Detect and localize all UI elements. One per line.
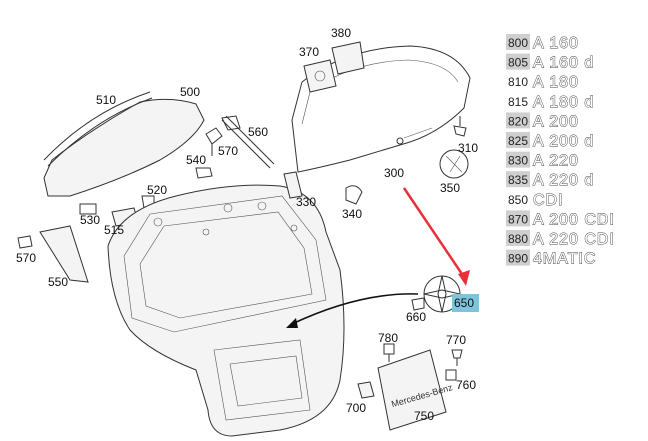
callout-570-left: 570 [16,251,36,265]
clip-540[interactable] [195,167,213,179]
light-700[interactable] [357,381,375,399]
callout-515: 515 [104,223,124,237]
legend-code: 835 [508,173,528,187]
legend-code: 800 [508,36,528,50]
wiper-arm[interactable] [221,115,275,169]
callout-310: 310 [458,141,478,155]
legend-code: 830 [508,154,528,168]
callout-500: 500 [180,85,200,99]
legend-code: 820 [508,114,528,128]
legend-model-name: A 200 d [533,133,594,150]
legend-model-name: 4MATIC [533,251,596,268]
callout-540: 540 [186,153,206,167]
legend-row: 805 A 160 d [506,53,594,72]
license-plate-750[interactable] [377,349,447,431]
legend-code: 850 [508,193,528,207]
legend-code: 805 [508,56,528,70]
callout-370: 370 [299,45,319,59]
legend-code: 810 [508,75,528,89]
callout-350: 350 [440,181,460,195]
callout-550: 550 [48,275,68,289]
legend-code: 880 [508,232,528,246]
legend-model-name: A 200 [533,113,579,130]
legend-model-name: A 220 CDI [533,231,615,248]
legend-code-shade [506,230,530,246]
legend-code: 825 [508,134,528,148]
legend-row: 890 4MATIC [506,249,596,268]
legend-model-name: A 180 d [533,94,594,111]
callout-700: 700 [346,401,366,415]
legend-code-shade [506,53,530,70]
legend-code: 870 [508,212,528,226]
callout-520: 520 [147,183,167,197]
legend-row: 800 A 160 [506,34,579,52]
legend-row: 835 A 220 d [506,171,594,190]
callout-330: 330 [296,195,316,209]
callout-650-highlight [452,294,479,312]
legend-row: 880 A 220 CDI [506,230,615,248]
callout-510: 510 [96,93,116,107]
legend-model-name: A 160 [533,35,579,52]
fixing-point [396,137,404,145]
window-decal-370[interactable] [303,59,337,93]
legend-code-shade [506,171,530,188]
callout-380: 380 [331,26,351,40]
legend-code-shade [506,34,530,50]
callout-780: 780 [378,331,398,345]
legend-code: 890 [508,252,528,266]
callout-300: 300 [384,166,404,180]
legend-model-name: A 220 d [533,172,594,189]
legend-model-name: A 160 d [533,55,594,72]
pointer-arrow-black [291,293,419,325]
callout-560: 560 [248,125,268,139]
cap-350[interactable] [439,149,469,179]
callout-650[interactable]: 650 [454,296,474,310]
clip-530[interactable] [79,203,97,215]
legend-row: 815 A 180 d [508,93,594,111]
legend-row: 810 A 180 [508,74,579,92]
legend-code-shade [506,112,530,129]
screw-780[interactable] [383,343,395,362]
callout-530: 530 [80,213,100,227]
callout-750: 750 [414,409,434,423]
side-trim-550[interactable] [39,225,89,283]
cover-330[interactable] [283,171,303,199]
bolt-310[interactable] [453,116,467,137]
legend-row: 830 A 220 [506,151,579,170]
legend-model-name: A 220 [533,153,579,170]
callout-770: 770 [446,333,466,347]
callout-660: 660 [406,310,426,324]
clip-570[interactable] [205,127,223,156]
legend-model-name: A 200 CDI [533,211,615,228]
legend-row: 825 A 200 d [506,132,594,150]
clip-340[interactable] [345,185,363,205]
clip-760[interactable] [445,369,457,381]
legend-model-name: A 180 [533,74,579,91]
callout-760: 760 [456,378,476,392]
tailgate-body[interactable] [107,184,345,437]
window-decal-380[interactable] [331,41,365,75]
legend-code: 815 [508,95,528,109]
legend-row: 850 CDI [508,191,564,209]
callout-570-top: 570 [218,144,238,158]
legend-row: 820 A 200 [506,112,579,131]
legend-row: 870 A 200 CDI [506,210,615,229]
legend-code-shade [506,210,530,227]
legend-code-shade [506,132,530,148]
clip-570-left[interactable] [17,235,33,249]
legend-code-shade [506,151,530,168]
callout-340: 340 [342,207,362,221]
clip-660[interactable] [411,297,425,311]
legend-code-shade [506,249,530,266]
legend-model-name: CDI [533,192,564,209]
spoiler-trim-510[interactable] [43,91,151,161]
screw-770[interactable] [451,349,463,366]
pointer-arrow-red [402,187,468,281]
spoiler-500[interactable] [43,98,205,197]
